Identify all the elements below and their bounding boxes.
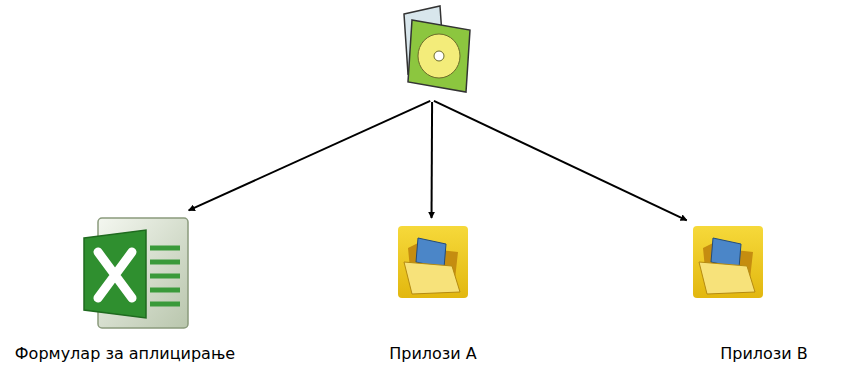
folder-front xyxy=(404,262,460,294)
excel-grid xyxy=(150,248,180,304)
arrow-connector xyxy=(189,101,431,211)
excel-icon xyxy=(84,218,188,328)
file-node: Формулар за аплицирање xyxy=(0,212,250,368)
arrow-connector xyxy=(434,101,687,220)
cd-case-icon xyxy=(404,6,470,92)
folder-icon xyxy=(398,226,468,298)
arrow-connector xyxy=(431,102,434,218)
folder-node: Прилози А xyxy=(358,222,508,368)
excel-badge xyxy=(84,230,146,318)
folder-icon xyxy=(693,226,763,298)
icon-label: Прилози В xyxy=(718,344,810,368)
folder-ground xyxy=(693,226,763,298)
cd-node xyxy=(388,4,478,100)
cd-disc xyxy=(418,34,460,78)
excel-x xyxy=(98,252,132,298)
cd-case-front xyxy=(408,20,470,92)
icon-label: Формулар за аплицирање xyxy=(13,344,237,368)
cd-hole xyxy=(434,51,444,61)
folder-front xyxy=(699,262,755,294)
folder-node: Прилози В xyxy=(684,222,844,368)
folder-ground xyxy=(398,226,468,298)
icon-label: Прилози А xyxy=(387,344,479,368)
